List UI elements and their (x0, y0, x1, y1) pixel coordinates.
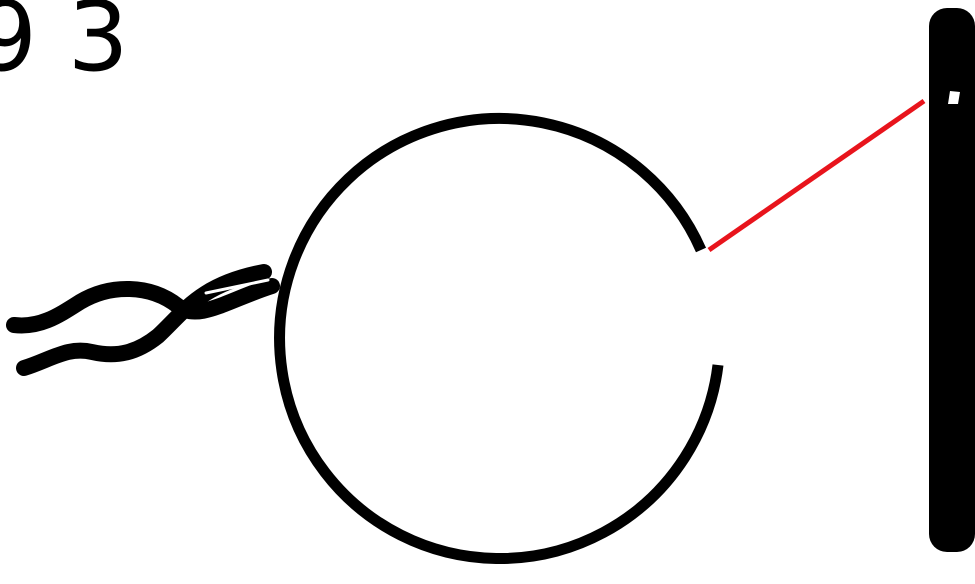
twisted-wire-tip (14, 272, 272, 368)
red-wire-connector (709, 101, 924, 250)
vertical-rod (929, 8, 975, 552)
rod-notch (948, 91, 960, 104)
open-ring (280, 119, 718, 559)
figure-label: 9 3 (0, 0, 129, 93)
wire-strand-upper (14, 286, 272, 325)
rod-body (929, 8, 975, 552)
